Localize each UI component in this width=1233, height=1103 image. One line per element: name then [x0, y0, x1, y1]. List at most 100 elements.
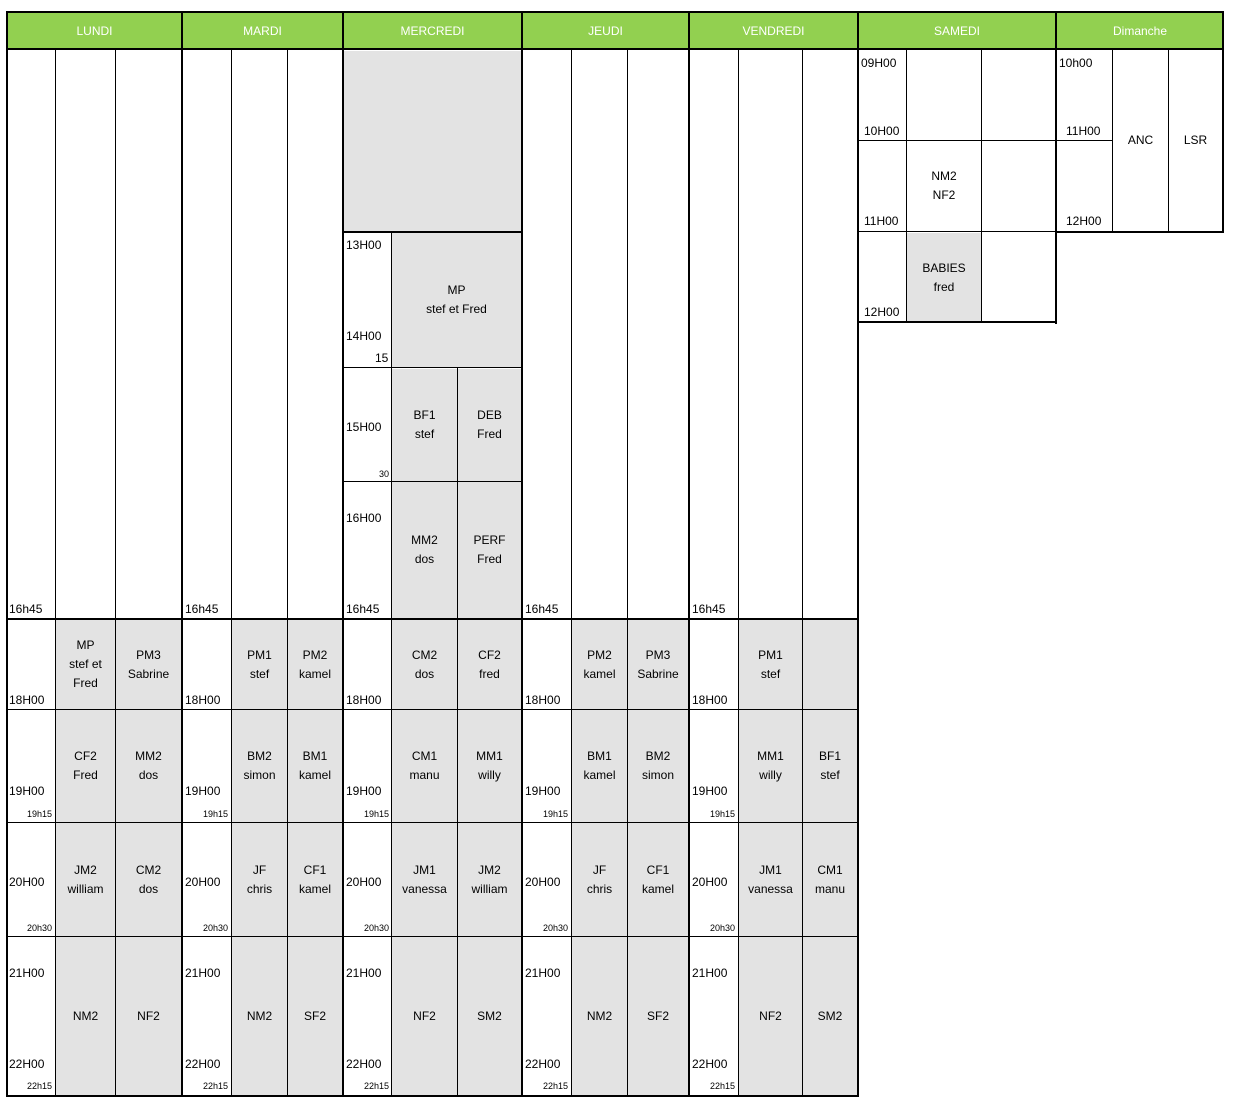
mercredi-time-2030: 20h30 — [363, 923, 389, 933]
vendredi-time-22: 22H00 — [692, 1057, 728, 1071]
dimanche-time-12: 12H00 — [1066, 214, 1102, 228]
mercredi-21-b[interactable]: SM2 — [477, 1008, 502, 1023]
mercredi-time-1500: 15H00 — [346, 420, 382, 434]
mardi-time-2030: 20h30 — [202, 923, 228, 933]
samedi-time-12: 12H00 — [864, 305, 900, 319]
weekday-evening-block — [55, 620, 182, 1095]
dimanche-time-10: 10h00 — [1059, 56, 1093, 70]
mercredi-time-1645: 16h45 — [346, 602, 380, 616]
vendredi-time-19: 19H00 — [692, 784, 728, 798]
mardi-21-b[interactable]: SF2 — [303, 1008, 326, 1023]
mercredi-time-19: 19H00 — [346, 784, 382, 798]
mercredi-time-20: 20H00 — [346, 875, 382, 889]
mercredi-21-a[interactable]: NF2 — [413, 1008, 436, 1023]
lundi-time-19: 19H00 — [9, 784, 45, 798]
mercredi-mp-block — [392, 233, 521, 367]
vendredi-time-1645: 16h45 — [692, 602, 726, 616]
mercredi-time-22: 22H00 — [346, 1057, 382, 1071]
jeudi-21-a[interactable]: NM2 — [586, 1008, 613, 1023]
samedi-babies-block — [907, 233, 981, 322]
mercredi-time-30: 30 — [378, 469, 389, 479]
vendredi-time-20: 20H00 — [692, 875, 728, 889]
lundi-21-a[interactable]: NM2 — [72, 1008, 99, 1023]
vendredi-time-2030: 20h30 — [709, 923, 735, 933]
mardi-21-a[interactable]: NM2 — [246, 1008, 273, 1023]
lundi-time-2030: 20h30 — [26, 923, 52, 933]
dimanche-lsr[interactable]: LSR — [1183, 133, 1208, 147]
lundi-time-20: 20H00 — [9, 875, 45, 889]
jeudi-21-b[interactable]: SF2 — [646, 1008, 669, 1023]
day-header-mardi: MARDI — [183, 12, 342, 49]
vendredi-21-a[interactable]: NF2 — [759, 1008, 782, 1023]
day-header-mercredi: MERCREDI — [344, 12, 521, 49]
samedi-time-09: 09H00 — [861, 56, 897, 70]
mercredi-time-2215: 22h15 — [363, 1081, 389, 1091]
mercredi-evening-block — [392, 620, 521, 1095]
mardi-time-2215: 22h15 — [202, 1081, 228, 1091]
day-header-jeudi: JEUDI — [523, 12, 688, 49]
mardi-time-1645: 16h45 — [185, 602, 219, 616]
lundi-time-1645: 16h45 — [9, 602, 43, 616]
vendredi-evening-block — [738, 620, 857, 1095]
mardi-time-18: 18H00 — [185, 693, 221, 707]
jeudi-time-18: 18H00 — [525, 693, 561, 707]
lundi-21-b[interactable]: NF2 — [137, 1008, 160, 1023]
mercredi-time-13: 13H00 — [346, 238, 382, 252]
vendredi-time-1915: 19h15 — [709, 809, 735, 819]
lundi-time-21: 21H00 — [9, 966, 45, 980]
jeudi-time-1645: 16h45 — [525, 602, 559, 616]
mardi-time-20: 20H00 — [185, 875, 221, 889]
mercredi-time-16: 16H00 — [346, 511, 382, 525]
day-header-samedi: SAMEDI — [859, 12, 1055, 49]
mardi-time-19: 19H00 — [185, 784, 221, 798]
vendredi-time-21: 21H00 — [692, 966, 728, 980]
mercredi-time-15: 15 — [375, 351, 389, 365]
lundi-time-2215: 22h15 — [26, 1081, 52, 1091]
mercredi-empty-block — [344, 51, 521, 231]
day-header-lundi: LUNDI — [7, 12, 182, 49]
mardi-evening-block — [231, 620, 342, 1095]
lundi-time-1915: 19h15 — [26, 809, 52, 819]
dimanche-anc[interactable]: ANC — [1127, 133, 1154, 147]
lundi-time-22: 22H00 — [9, 1057, 45, 1071]
vendredi-21-b[interactable]: SM2 — [817, 1008, 843, 1023]
vendredi-time-2215: 22h15 — [709, 1081, 735, 1091]
